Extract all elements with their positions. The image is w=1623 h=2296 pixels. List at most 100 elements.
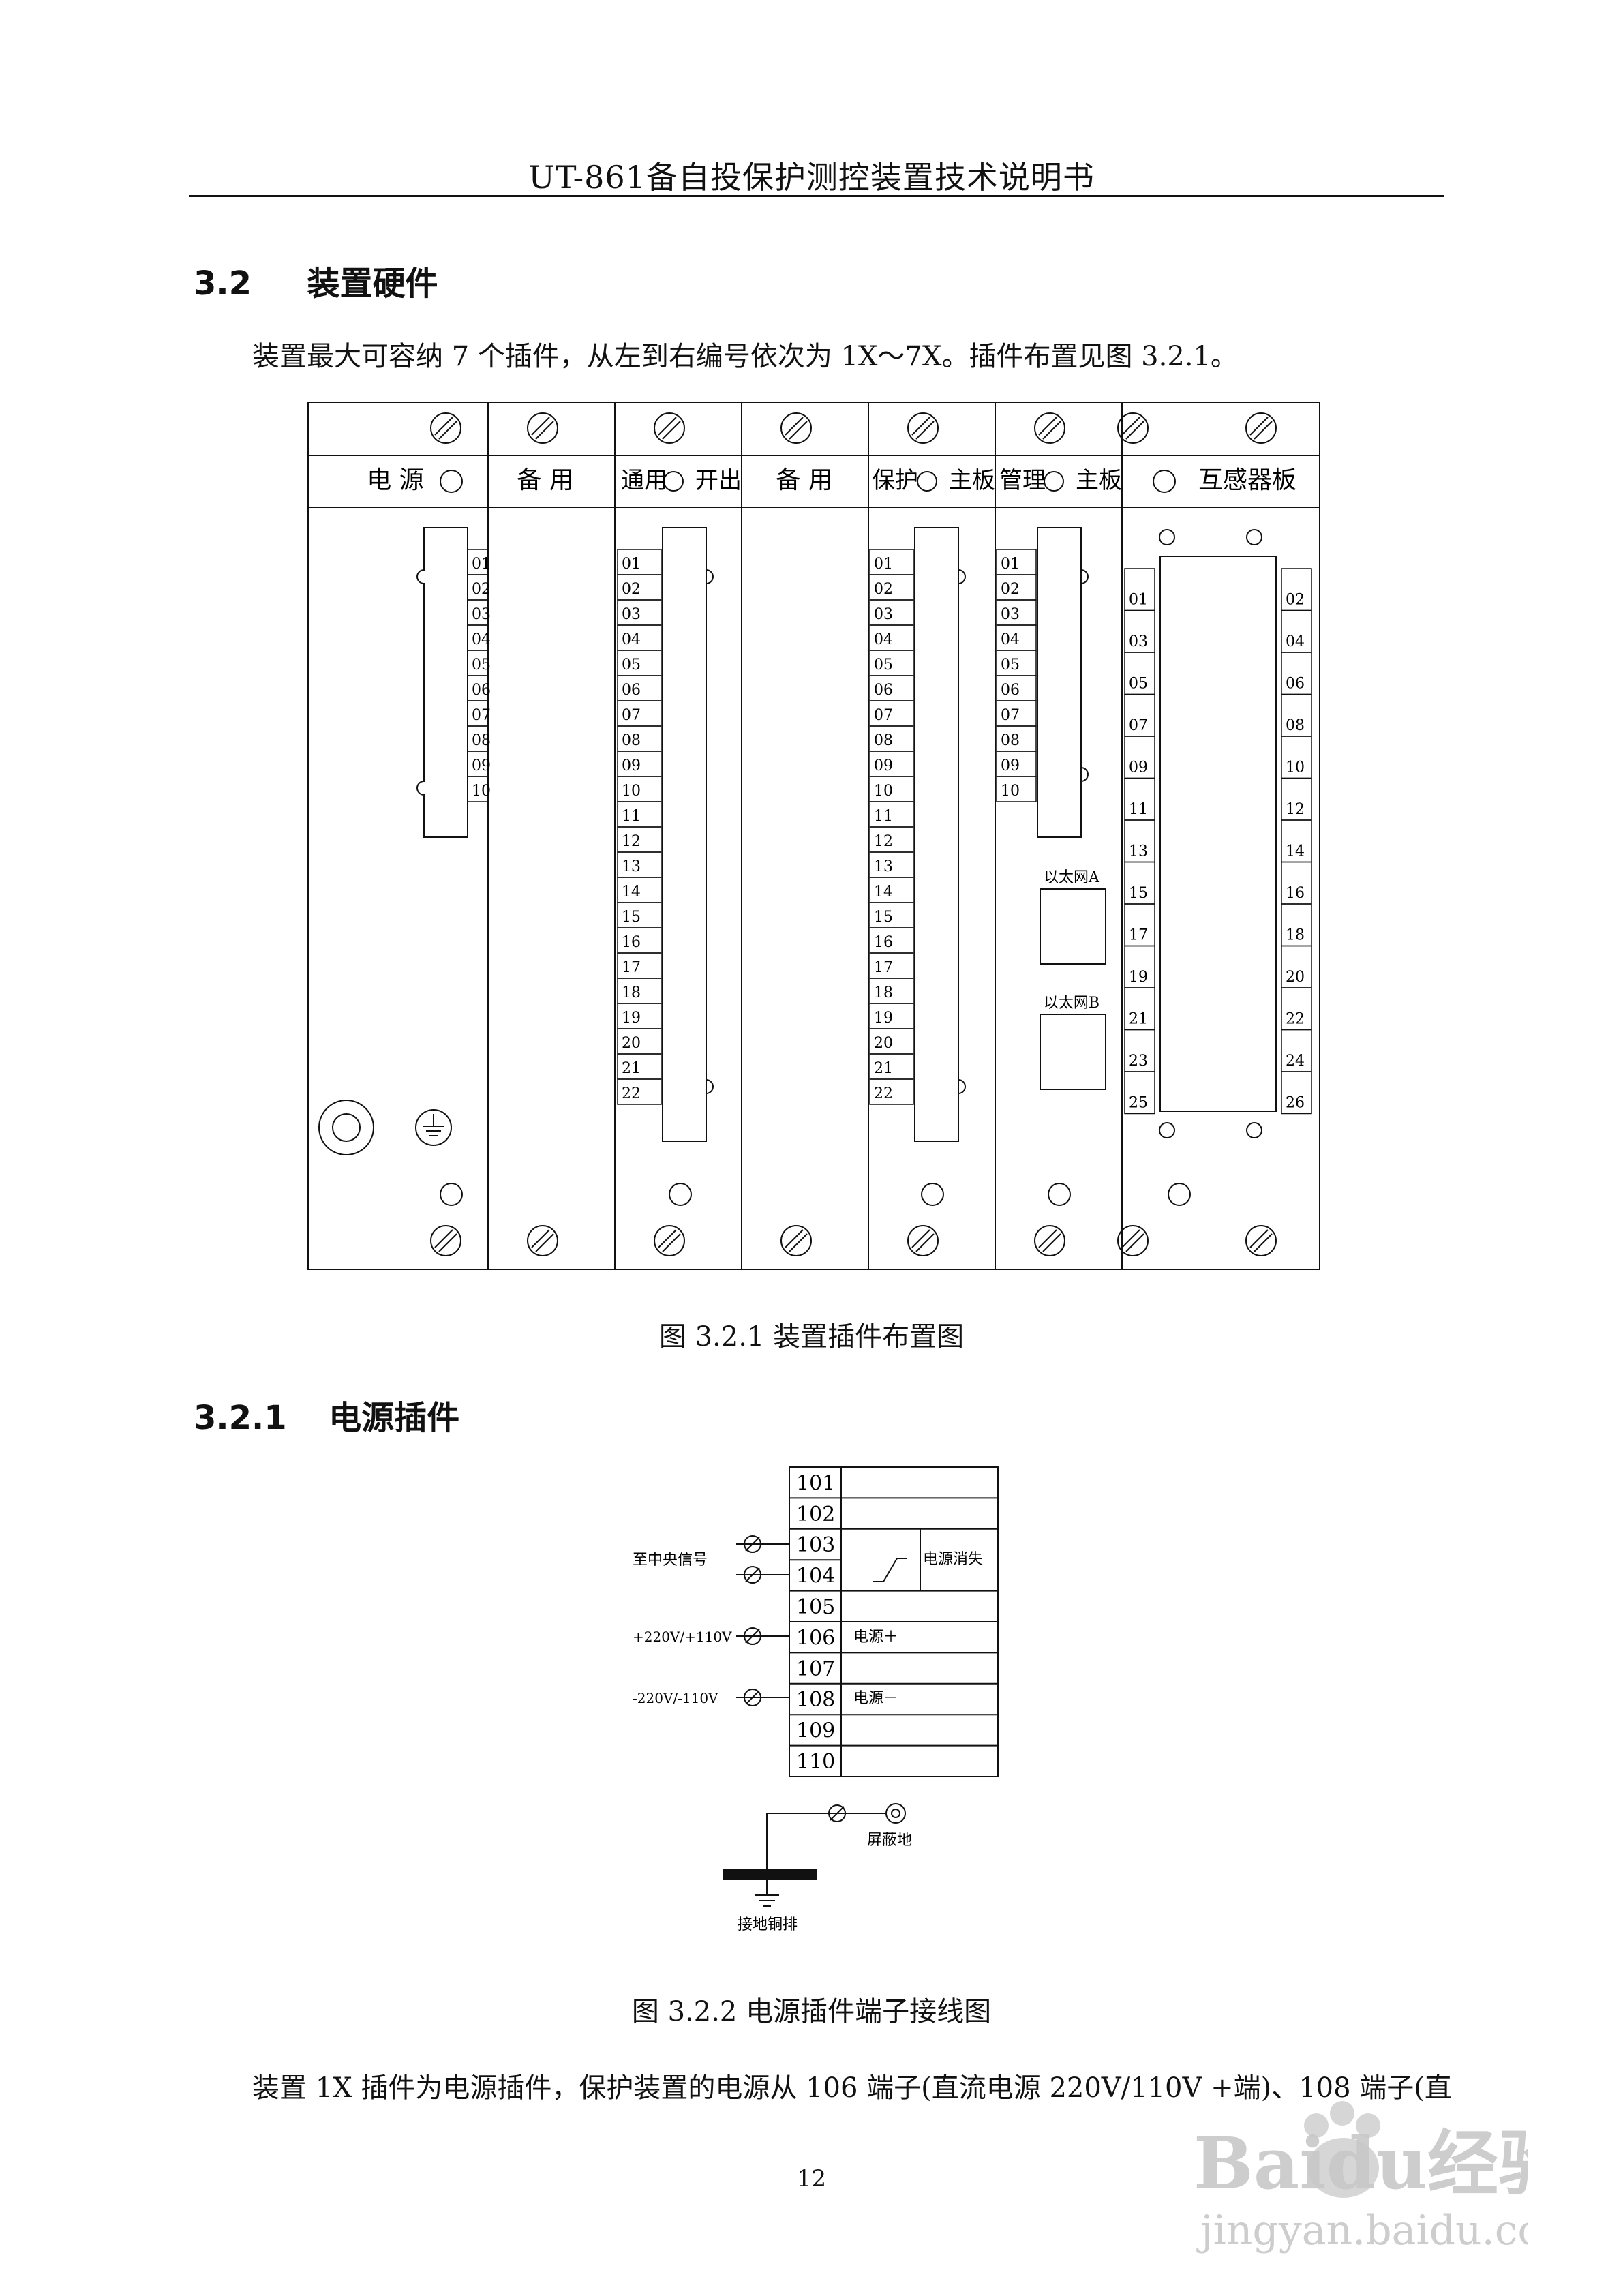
pin-label-7x-even: 22 bbox=[1286, 1011, 1305, 1028]
pin-label-5x: 15 bbox=[874, 909, 893, 926]
terminal-107: 107 bbox=[796, 1657, 835, 1681]
pin-label-3x: 09 bbox=[622, 757, 641, 774]
screw-top-7 bbox=[1117, 412, 1149, 444]
label-power-minus: 电源－ bbox=[853, 1690, 898, 1707]
pin-label-1x: 10 bbox=[472, 783, 491, 800]
pin-label-3x: 15 bbox=[622, 909, 641, 926]
baidu-watermark: Baidu经验 jingyan.baidu.com bbox=[1146, 2086, 1581, 2256]
pin-label-6x: 01 bbox=[1001, 556, 1020, 573]
pin-label-3x: 08 bbox=[622, 732, 641, 749]
ground-terminal-icon bbox=[415, 1109, 452, 1146]
pin-label-7x-even: 10 bbox=[1286, 759, 1305, 776]
connector-1x bbox=[416, 527, 468, 838]
pin-label-6x: 05 bbox=[1001, 656, 1020, 674]
relay-contact-symbol bbox=[873, 1558, 907, 1582]
paw-toe-3 bbox=[1356, 2113, 1380, 2138]
pin-label-7x-even: 14 bbox=[1286, 843, 1305, 860]
subsection-number: 3.2.1 bbox=[194, 1399, 287, 1437]
section-heading: 3.2 装置硬件 bbox=[194, 256, 438, 304]
slot-label-spare-2: 备 用 bbox=[776, 466, 832, 494]
pin-label-7x-even: 08 bbox=[1286, 717, 1305, 734]
pin-label-3x: 17 bbox=[622, 959, 641, 976]
label-minus-voltage: -220V/-110V bbox=[633, 1690, 718, 1706]
pin-label-7x-even: 02 bbox=[1286, 592, 1305, 609]
led-2 bbox=[663, 471, 684, 492]
pin-label-7x-odd: 03 bbox=[1129, 633, 1148, 650]
screw-top-1 bbox=[430, 412, 461, 444]
screw-bottom-8 bbox=[1245, 1225, 1277, 1256]
pin-label-5x: 13 bbox=[874, 858, 893, 875]
screw-top-5 bbox=[907, 412, 939, 444]
screw-bottom-1 bbox=[430, 1225, 461, 1256]
indicator-1 bbox=[440, 1183, 463, 1206]
pin-label-3x: 02 bbox=[622, 581, 641, 598]
pins-5x: 0102030405060708091011121314151617181920… bbox=[869, 549, 914, 1105]
pin-label-5x: 22 bbox=[874, 1085, 893, 1102]
pin-label-3x: 04 bbox=[622, 631, 641, 648]
chassis-frame bbox=[307, 402, 1320, 1270]
pin-label-5x: 17 bbox=[874, 959, 893, 976]
pin-label-3x: 14 bbox=[622, 883, 641, 901]
ethernet-b-label: 以太网B bbox=[1044, 995, 1099, 1012]
paw-pad bbox=[1308, 2138, 1379, 2198]
pin-label-1x: 03 bbox=[472, 606, 491, 623]
pin-label-5x: 20 bbox=[874, 1035, 893, 1052]
pin-label-3x: 18 bbox=[622, 984, 641, 1001]
pin-label-7x-even: 18 bbox=[1286, 927, 1305, 944]
paw-toe-2 bbox=[1330, 2101, 1354, 2126]
screw-bottom-6 bbox=[1034, 1225, 1065, 1256]
screw-top-6 bbox=[1034, 412, 1065, 444]
pin-label-1x: 08 bbox=[472, 732, 491, 749]
pin-label-6x: 08 bbox=[1001, 732, 1020, 749]
watermark-url: jingyan.baidu.com bbox=[1196, 2207, 1528, 2254]
terminal-110: 110 bbox=[796, 1750, 835, 1774]
mount-hole-4 bbox=[1246, 1122, 1262, 1138]
pin-label-7x-odd: 25 bbox=[1129, 1095, 1148, 1112]
plugin-layout-figure: 电 源 备 用 通用 开出 备 用 保护 主板 管理 主板 互感器板 以太网A … bbox=[307, 402, 1320, 1270]
connector-7x bbox=[1159, 556, 1277, 1112]
screw-top-3 bbox=[654, 412, 685, 444]
subsection-heading: 3.2.1 电源插件 bbox=[194, 1391, 459, 1438]
section-number: 3.2 bbox=[194, 265, 252, 303]
led-4 bbox=[1044, 471, 1064, 492]
screw-top-8 bbox=[1245, 412, 1277, 444]
pin-label-6x: 07 bbox=[1001, 707, 1020, 724]
pin-label-7x-odd: 15 bbox=[1129, 885, 1148, 902]
pin-label-3x: 05 bbox=[622, 656, 641, 674]
pin-label-7x-odd: 01 bbox=[1129, 592, 1148, 609]
indicator-2 bbox=[669, 1183, 692, 1206]
header-rule bbox=[189, 195, 1444, 197]
ethernet-port-b bbox=[1040, 1014, 1106, 1090]
pin-label-5x: 12 bbox=[874, 833, 893, 850]
section-title: 装置硬件 bbox=[307, 265, 438, 303]
pin-label-3x: 06 bbox=[622, 682, 641, 699]
pin-label-1x: 07 bbox=[472, 707, 491, 724]
terminal-108: 108 bbox=[796, 1688, 835, 1712]
body-paragraph: 装置 1X 插件为电源插件，保护装置的电源从 106 端子(直流电源 220V/… bbox=[252, 2072, 1452, 2104]
pin-label-6x: 03 bbox=[1001, 606, 1020, 623]
pin-label-6x: 04 bbox=[1001, 631, 1020, 648]
screw-top-2 bbox=[527, 412, 558, 444]
pin-label-1x: 06 bbox=[472, 682, 491, 699]
terminal-101: 101 bbox=[796, 1471, 835, 1495]
pin-label-7x-odd: 21 bbox=[1129, 1011, 1148, 1028]
pin-label-5x: 06 bbox=[874, 682, 893, 699]
pin-label-7x-odd: 11 bbox=[1129, 801, 1148, 818]
subsection-title: 电源插件 bbox=[329, 1399, 460, 1437]
pin-label-1x: 02 bbox=[472, 581, 491, 598]
figure-1-caption: 图 3.2.1 装置插件布置图 bbox=[658, 1321, 965, 1353]
pin-label-3x: 16 bbox=[622, 934, 641, 951]
pin-label-1x: 04 bbox=[472, 631, 491, 648]
pin-label-1x: 09 bbox=[472, 757, 491, 774]
screw-bottom-3 bbox=[654, 1225, 685, 1256]
terminal-102: 102 bbox=[796, 1502, 835, 1526]
terminal-104: 104 bbox=[796, 1565, 835, 1588]
pin-label-7x-odd: 13 bbox=[1129, 843, 1148, 860]
slot-label-mainboard-1: 主板 bbox=[949, 467, 995, 494]
pins-3x: 0102030405060708091011121314151617181920… bbox=[617, 549, 662, 1105]
pin-label-7x-even: 24 bbox=[1286, 1053, 1305, 1070]
figure-2-caption: 图 3.2.2 电源插件端子接线图 bbox=[631, 1996, 992, 2027]
pin-label-6x: 02 bbox=[1001, 581, 1020, 598]
